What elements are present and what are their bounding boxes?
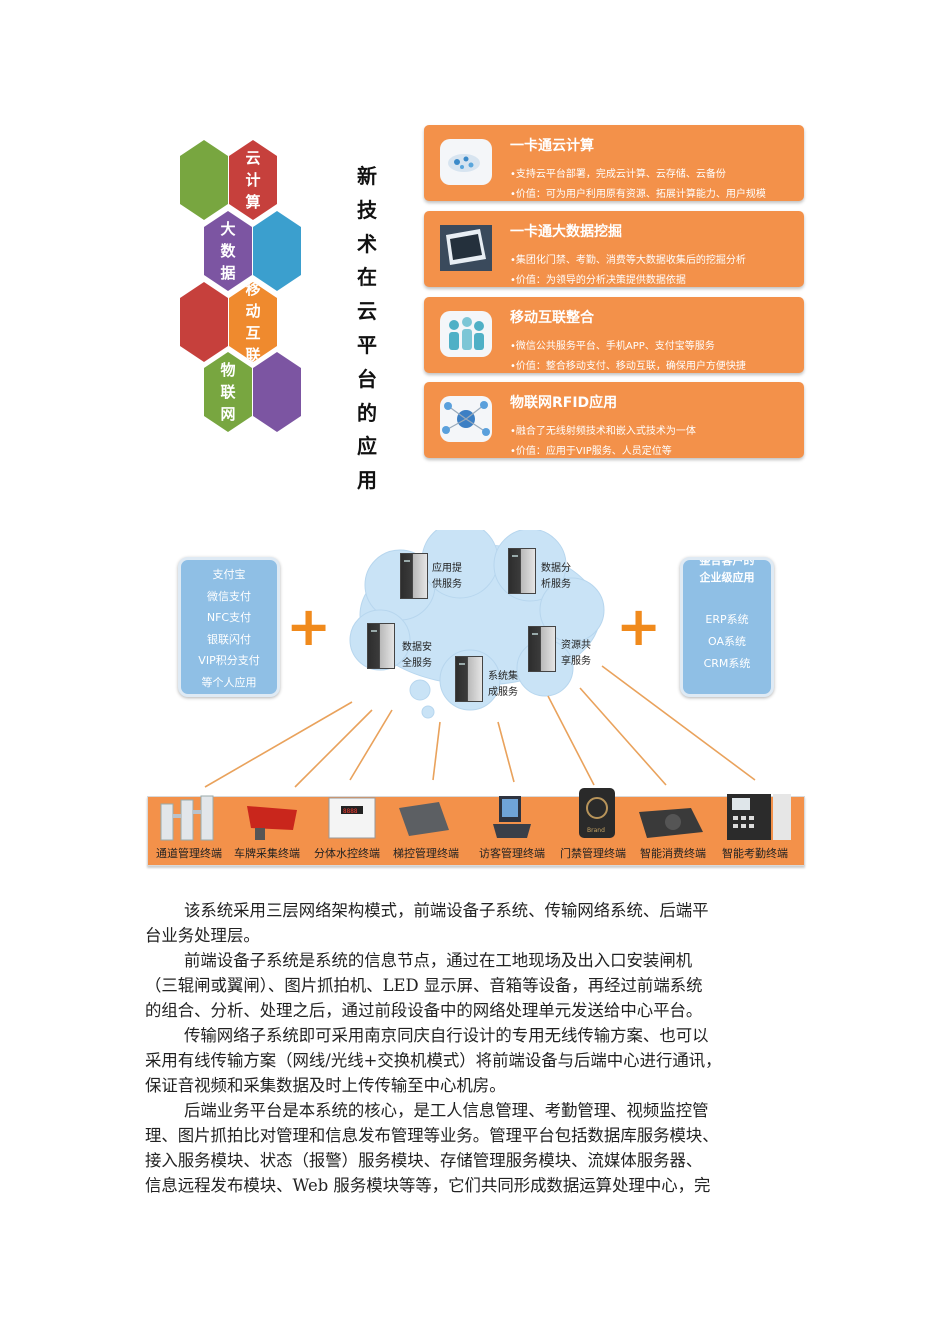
plate-camera-icon — [247, 806, 297, 840]
panel-header: 整合客户的 — [699, 557, 755, 567]
terminal-devices: 8888 Brand — [160, 788, 791, 841]
reader-brand: Brand — [587, 827, 605, 834]
network-globe-icon — [440, 396, 492, 442]
mobile-users-icon — [440, 311, 492, 357]
server-label: 数据分析服务 — [541, 563, 571, 590]
terminal-label: 车牌采集终端 — [234, 847, 300, 860]
plus-sign-right: + — [616, 595, 662, 658]
visitor-terminal-icon — [493, 796, 531, 838]
paragraph-architecture: 该系统采用三层网络架构模式，前端设备子系统、传输网络系统、后端平 台业务处理层。 — [145, 901, 709, 945]
hex-mobile-label: 移动互联 — [245, 280, 261, 364]
card-title: 移动互联整合 — [510, 310, 594, 326]
paragraph-backend: 后端业务平台是本系统的核心，是工人信息管理、考勤管理、视频监控管 理、图片抓拍比… — [145, 1101, 719, 1195]
card-title: 一卡通大数据挖掘 — [510, 224, 622, 240]
card-line: •价值：可为用户利用原有资源、拓展计算能力、用户规模 — [510, 189, 766, 200]
server-label: 资源共享服务 — [561, 640, 591, 667]
server-icon — [400, 553, 428, 599]
attendance-terminal-icon — [727, 794, 791, 840]
hex-blue — [253, 211, 301, 291]
paragraph-frontend: 前端设备子系统是系统的信息节点，通过在工地现场及出入口安装闸机 （三辊闸或翼闸）… — [145, 951, 703, 1020]
card-line: •融合了无线射频技术和嵌入式技术为一体 — [510, 426, 696, 437]
plus-sign-left: + — [286, 595, 332, 658]
card-iot-rfid: 物联网RFID应用 •融合了无线射频技术和嵌入式技术为一体 •价值：应用于VIP… — [424, 382, 804, 458]
server-label: 系统集成服务 — [488, 671, 518, 698]
card-line: •支持云平台部署，完成云计算、云存储、云备份 — [510, 169, 726, 180]
water-control-icon — [328, 797, 376, 839]
terminal-label: 访客管理终端 — [479, 847, 545, 860]
hex-cloud-label: 云计算 — [245, 149, 261, 211]
panel-item: CRM系统 — [703, 657, 751, 670]
hex-purple — [253, 352, 301, 432]
card-line: •微信公共服务平台、手机APP、支付宝等服务 — [510, 341, 715, 352]
panel-item: 微信支付 — [207, 589, 251, 603]
panel-item: VIP积分支付 — [198, 654, 260, 667]
hex-mobile-internet: 移动互联 — [229, 282, 277, 362]
server-icon — [367, 623, 395, 669]
card-title: 物联网RFID应用 — [510, 395, 618, 411]
pos-terminal-icon — [639, 808, 703, 838]
personal-payment-panel: 支付宝 微信支付 NFC支付 银联闪付 VIP积分支付 等个人应用 — [178, 557, 280, 697]
server-label: 数据安全服务 — [402, 642, 432, 669]
hex-big-data: 大数据 — [204, 211, 252, 291]
card-line: •集团化门禁、考勤、消费等大数据收集后的挖掘分析 — [510, 255, 746, 266]
paragraph-transmission: 传输网络子系统即可采用南京同庆自行设计的专用无线传输方案、也可以 采用有线传输方… — [145, 1026, 722, 1095]
card-line: •价值：整合移动支付、移动互联，确保用户方便快捷 — [510, 361, 746, 372]
big-data-icon — [440, 225, 492, 271]
hex-bigdata-label: 大数据 — [220, 220, 236, 282]
panel-item: 支付宝 — [212, 568, 246, 581]
server-label: 应用提供服务 — [432, 563, 462, 590]
panel-item: OA系统 — [708, 635, 746, 648]
enterprise-app-panel: 整合客户的 企业级应用 ERP系统 OA系统 CRM系统 — [680, 557, 774, 697]
card-line: •价值：为领导的分析决策提供数据依据 — [510, 275, 686, 286]
display-digits: 8888 — [343, 808, 358, 815]
hex-green — [180, 140, 228, 220]
server-icon — [455, 656, 483, 702]
vertical-title: 新技 术在 云平 台的 应用 — [357, 164, 377, 493]
hex-red — [180, 282, 228, 362]
panel-header: 企业级应用 — [699, 571, 755, 584]
server-icon — [508, 548, 536, 594]
panel-item: ERP系统 — [705, 613, 749, 626]
card-title: 一卡通云计算 — [510, 138, 594, 154]
elevator-control-icon — [399, 802, 449, 836]
panel-item: 等个人应用 — [201, 675, 257, 689]
hex-cloud-computing: 云计算 — [229, 140, 277, 220]
hex-iot: 物联网 — [204, 352, 252, 432]
panel-item: 银联闪付 — [207, 632, 251, 646]
cloud-icon — [440, 139, 492, 185]
terminal-label: 通道管理终端 — [156, 847, 222, 860]
server-icon — [528, 626, 556, 672]
terminal-label: 智能消费终端 — [640, 847, 706, 860]
card-cloud-computing: 一卡通云计算 •支持云平台部署，完成云计算、云存储、云备份 •价值：可为用户利用… — [424, 125, 804, 201]
terminal-label: 梯控管理终端 — [393, 847, 459, 860]
card-line: •价值：应用于VIP服务、人员定位等 — [510, 446, 672, 457]
card-big-data: 一卡通大数据挖掘 •集团化门禁、考勤、消费等大数据收集后的挖掘分析 •价值：为领… — [424, 211, 804, 287]
terminal-label: 门禁管理终端 — [560, 847, 626, 860]
hex-iot-label: 物联网 — [220, 361, 236, 423]
terminal-label: 分体水控终端 — [314, 847, 380, 860]
access-reader-icon — [579, 788, 615, 838]
terminal-label: 智能考勤终端 — [722, 847, 788, 860]
panel-item: NFC支付 — [206, 611, 252, 624]
turnstile-icon — [160, 795, 214, 841]
card-mobile-integration: 移动互联整合 •微信公共服务平台、手机APP、支付宝等服务 •价值：整合移动支付… — [424, 297, 804, 373]
